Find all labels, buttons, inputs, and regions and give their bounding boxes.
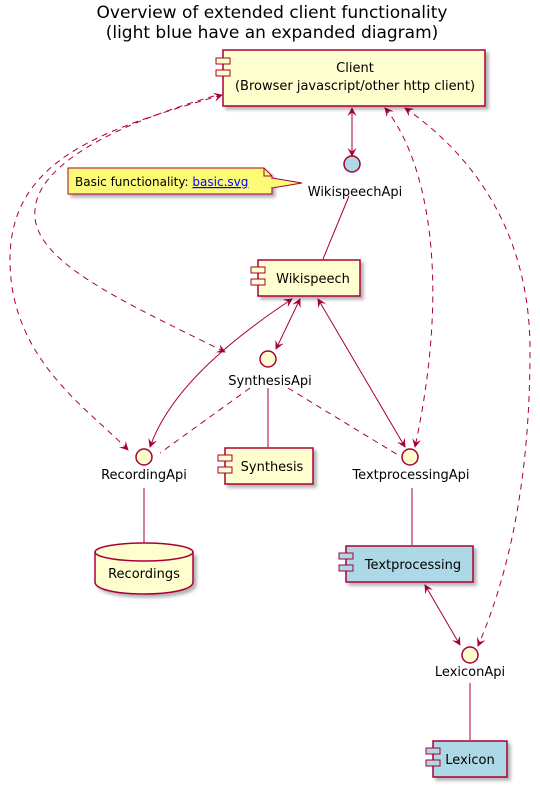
basic-functionality-note: Basic functionality: basic.svg xyxy=(67,167,303,195)
edge-wikispeechapi-wikispeech xyxy=(322,195,350,260)
svg-text:Basic functionality: basic.svg: Basic functionality: basic.svg xyxy=(75,175,248,189)
edge-client-synthesisapi xyxy=(34,95,226,353)
wikispeech-api-interface: WikispeechApi xyxy=(308,155,403,200)
edge-synthesisapi-recordingapi xyxy=(159,387,251,454)
lexicon-component: Lexicon xyxy=(425,740,508,778)
textprocessing-component: Textprocessing xyxy=(338,545,474,583)
edge-wikispeech-textprocessingapi xyxy=(317,298,406,448)
edge-client-textprocessingapi xyxy=(384,107,434,448)
client-label: Client xyxy=(336,61,374,76)
edge-synthesisapi-textprocessingapi xyxy=(287,387,399,456)
client-component: Client (Browser javascript/other http cl… xyxy=(215,49,486,107)
edge-wikispeech-synthesisapi xyxy=(275,298,301,350)
edge-client-recordingapi xyxy=(9,92,223,451)
diagram-title-line2: (light blue have an expanded diagram) xyxy=(106,23,439,43)
recordings-database: Recordings xyxy=(94,542,194,595)
lexicon-api-label: LexiconApi xyxy=(435,665,505,680)
client-sublabel: (Browser javascript/other http client) xyxy=(235,79,475,94)
textprocessing-api-interface: TextprocessingApi xyxy=(351,448,470,483)
recording-api-label: RecordingApi xyxy=(101,468,187,483)
textprocessing-api-label: TextprocessingApi xyxy=(351,468,469,483)
lexicon-label: Lexicon xyxy=(445,753,494,768)
note-text: Basic functionality: xyxy=(75,175,192,189)
edge-wikispeech-recordingapi xyxy=(148,298,293,448)
wikispeech-component: Wikispeech xyxy=(250,259,361,297)
wikispeech-api-label: WikispeechApi xyxy=(308,185,403,200)
diagram-title-line1: Overview of extended client functionalit… xyxy=(97,3,448,23)
wikispeech-label: Wikispeech xyxy=(276,272,350,287)
recordings-label: Recordings xyxy=(108,567,180,582)
synthesis-api-interface: SynthesisApi xyxy=(228,350,312,389)
synthesis-component: Synthesis xyxy=(217,447,314,485)
textprocessing-label: Textprocessing xyxy=(364,558,461,573)
lexicon-api-interface: LexiconApi xyxy=(435,646,505,680)
recording-api-interface: RecordingApi xyxy=(101,448,187,483)
synthesis-api-label: SynthesisApi xyxy=(228,374,311,389)
basic-svg-link[interactable]: basic.svg xyxy=(192,175,248,189)
edge-textprocessing-lexiconapi xyxy=(424,584,461,646)
edge-client-lexiconapi xyxy=(404,107,531,647)
synthesis-label: Synthesis xyxy=(241,460,304,475)
